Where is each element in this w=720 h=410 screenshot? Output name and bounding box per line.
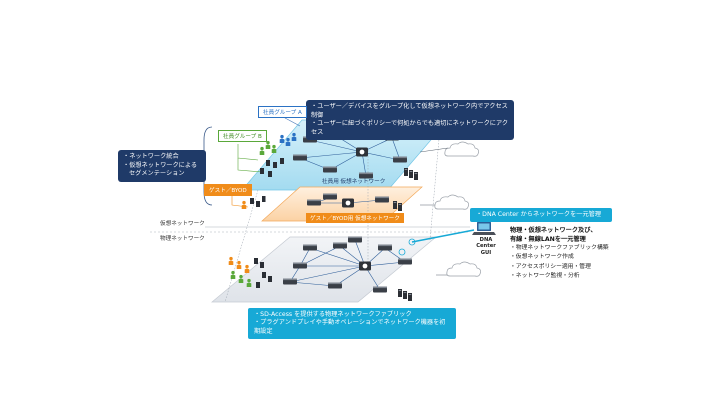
guest-devices <box>250 196 266 207</box>
top-summary-box: ・ユーザー／デバイスをグループ化して仮想ネットワーク内でアクセス制御 ・ユーザー… <box>306 100 514 141</box>
dna-gui-line2: GUI <box>480 249 492 256</box>
people-group-b <box>259 140 277 155</box>
bottom-summary-item-2: ・プラグアンドプレイや手動オペレーションでネットワーク機器を初期設定 <box>254 319 446 335</box>
dna-center-link <box>411 229 475 243</box>
left-summary-item-1: ・ネットワーク統合 <box>123 153 179 160</box>
top-summary-item-1: ・ユーザー／デバイスをグループ化して仮想ネットワーク内でアクセス制御 <box>311 103 508 119</box>
devices-physical <box>254 258 272 288</box>
devices-group-b <box>260 158 284 177</box>
right-info-item-3: ・アクセスポリシー適用・管理 <box>510 263 591 270</box>
top-summary-item-2: ・ユーザーに紐づくポリシーで何処からでも適切にネットワークにアクセス <box>311 120 509 136</box>
bottom-summary-item-1: ・SD-Access を提供する物理ネットワークファブリック <box>254 311 412 318</box>
virtual-layer-label: 仮想ネットワーク <box>160 221 205 227</box>
group-b-label: 社員グループ B <box>218 130 267 142</box>
bottom-summary-box: ・SD-Access を提供する物理ネットワークファブリック ・プラグアンドプレ… <box>248 308 456 340</box>
people-guest <box>241 200 247 209</box>
right-info-item-1: ・物理ネットワークファブリック構築 <box>510 245 609 251</box>
dna-gui-line1: DNA Center <box>476 237 496 250</box>
laptop-icon <box>472 222 496 235</box>
cloud-icon <box>434 194 469 210</box>
right-info-heading-1: 物理・仮想ネットワーク及び、 <box>510 227 597 234</box>
cloud-icon <box>446 261 481 277</box>
left-summary-box: ・ネットワーク統合 ・仮想ネットワークによる セグメンテーション <box>118 150 206 182</box>
people-physical-orange <box>228 256 250 273</box>
employee-vn-label: 社員用 仮想ネットワーク <box>322 179 386 185</box>
right-info-item-4: ・ネットワーク監視・分析 <box>510 273 580 280</box>
right-info-heading-2: 有線・無線LANを一元管理 <box>510 236 586 243</box>
left-summary-item-2: ・仮想ネットワークによる <box>123 161 198 169</box>
right-info-item-2: ・仮想ネットワーク作成 <box>510 254 574 261</box>
group-a-label: 社員グループ A <box>258 106 307 118</box>
physical-plane <box>211 236 437 303</box>
left-summary-item-3: セグメンテーション <box>129 170 185 178</box>
guest-group-label: ゲスト／BYOD <box>204 184 252 196</box>
dna-center-box: ・DNA Center からネットワークを一元管理 <box>470 208 612 223</box>
physical-layer-label: 物理ネットワーク <box>160 236 205 242</box>
dna-center-gui-label: DNA Center GUI <box>470 237 502 256</box>
cloud-icon <box>444 141 479 157</box>
guest-vn-label: ゲスト／BYOD用 仮想ネットワーク <box>306 213 404 223</box>
right-info-panel: 物理・仮想ネットワーク及び、 有線・無線LANを一元管理 ・物理ネットワークファ… <box>510 226 630 282</box>
